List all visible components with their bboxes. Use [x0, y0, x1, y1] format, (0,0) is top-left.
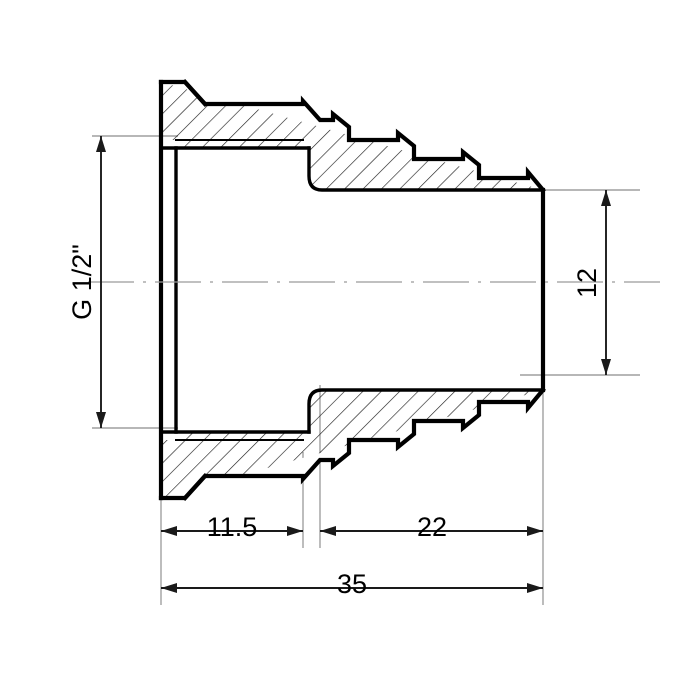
internal-step-upper	[307, 146, 545, 192]
dimension-label-barb-length: 22	[417, 512, 447, 542]
dimension-overall-length: 35	[161, 569, 543, 599]
chamfer-upper	[182, 79, 208, 107]
dimension-thread-length: 11.5	[161, 512, 303, 542]
dimension-label-overall-length: 35	[337, 569, 367, 599]
internal-step-lower	[307, 388, 545, 434]
dimension-barb-length: 22	[320, 512, 543, 542]
lower-outline	[158, 387, 546, 501]
upper-outline	[158, 79, 546, 193]
dimension-barb-diameter: 12	[572, 190, 611, 375]
dimension-label-barb-diameter: 12	[572, 268, 602, 298]
dimension-thread-size: G 1/2"	[67, 136, 106, 428]
chamfer-lower	[182, 473, 208, 501]
part-body	[158, 79, 546, 501]
dimension-label-thread-length: 11.5	[207, 512, 258, 542]
dimension-label-thread-size: G 1/2"	[67, 244, 97, 320]
